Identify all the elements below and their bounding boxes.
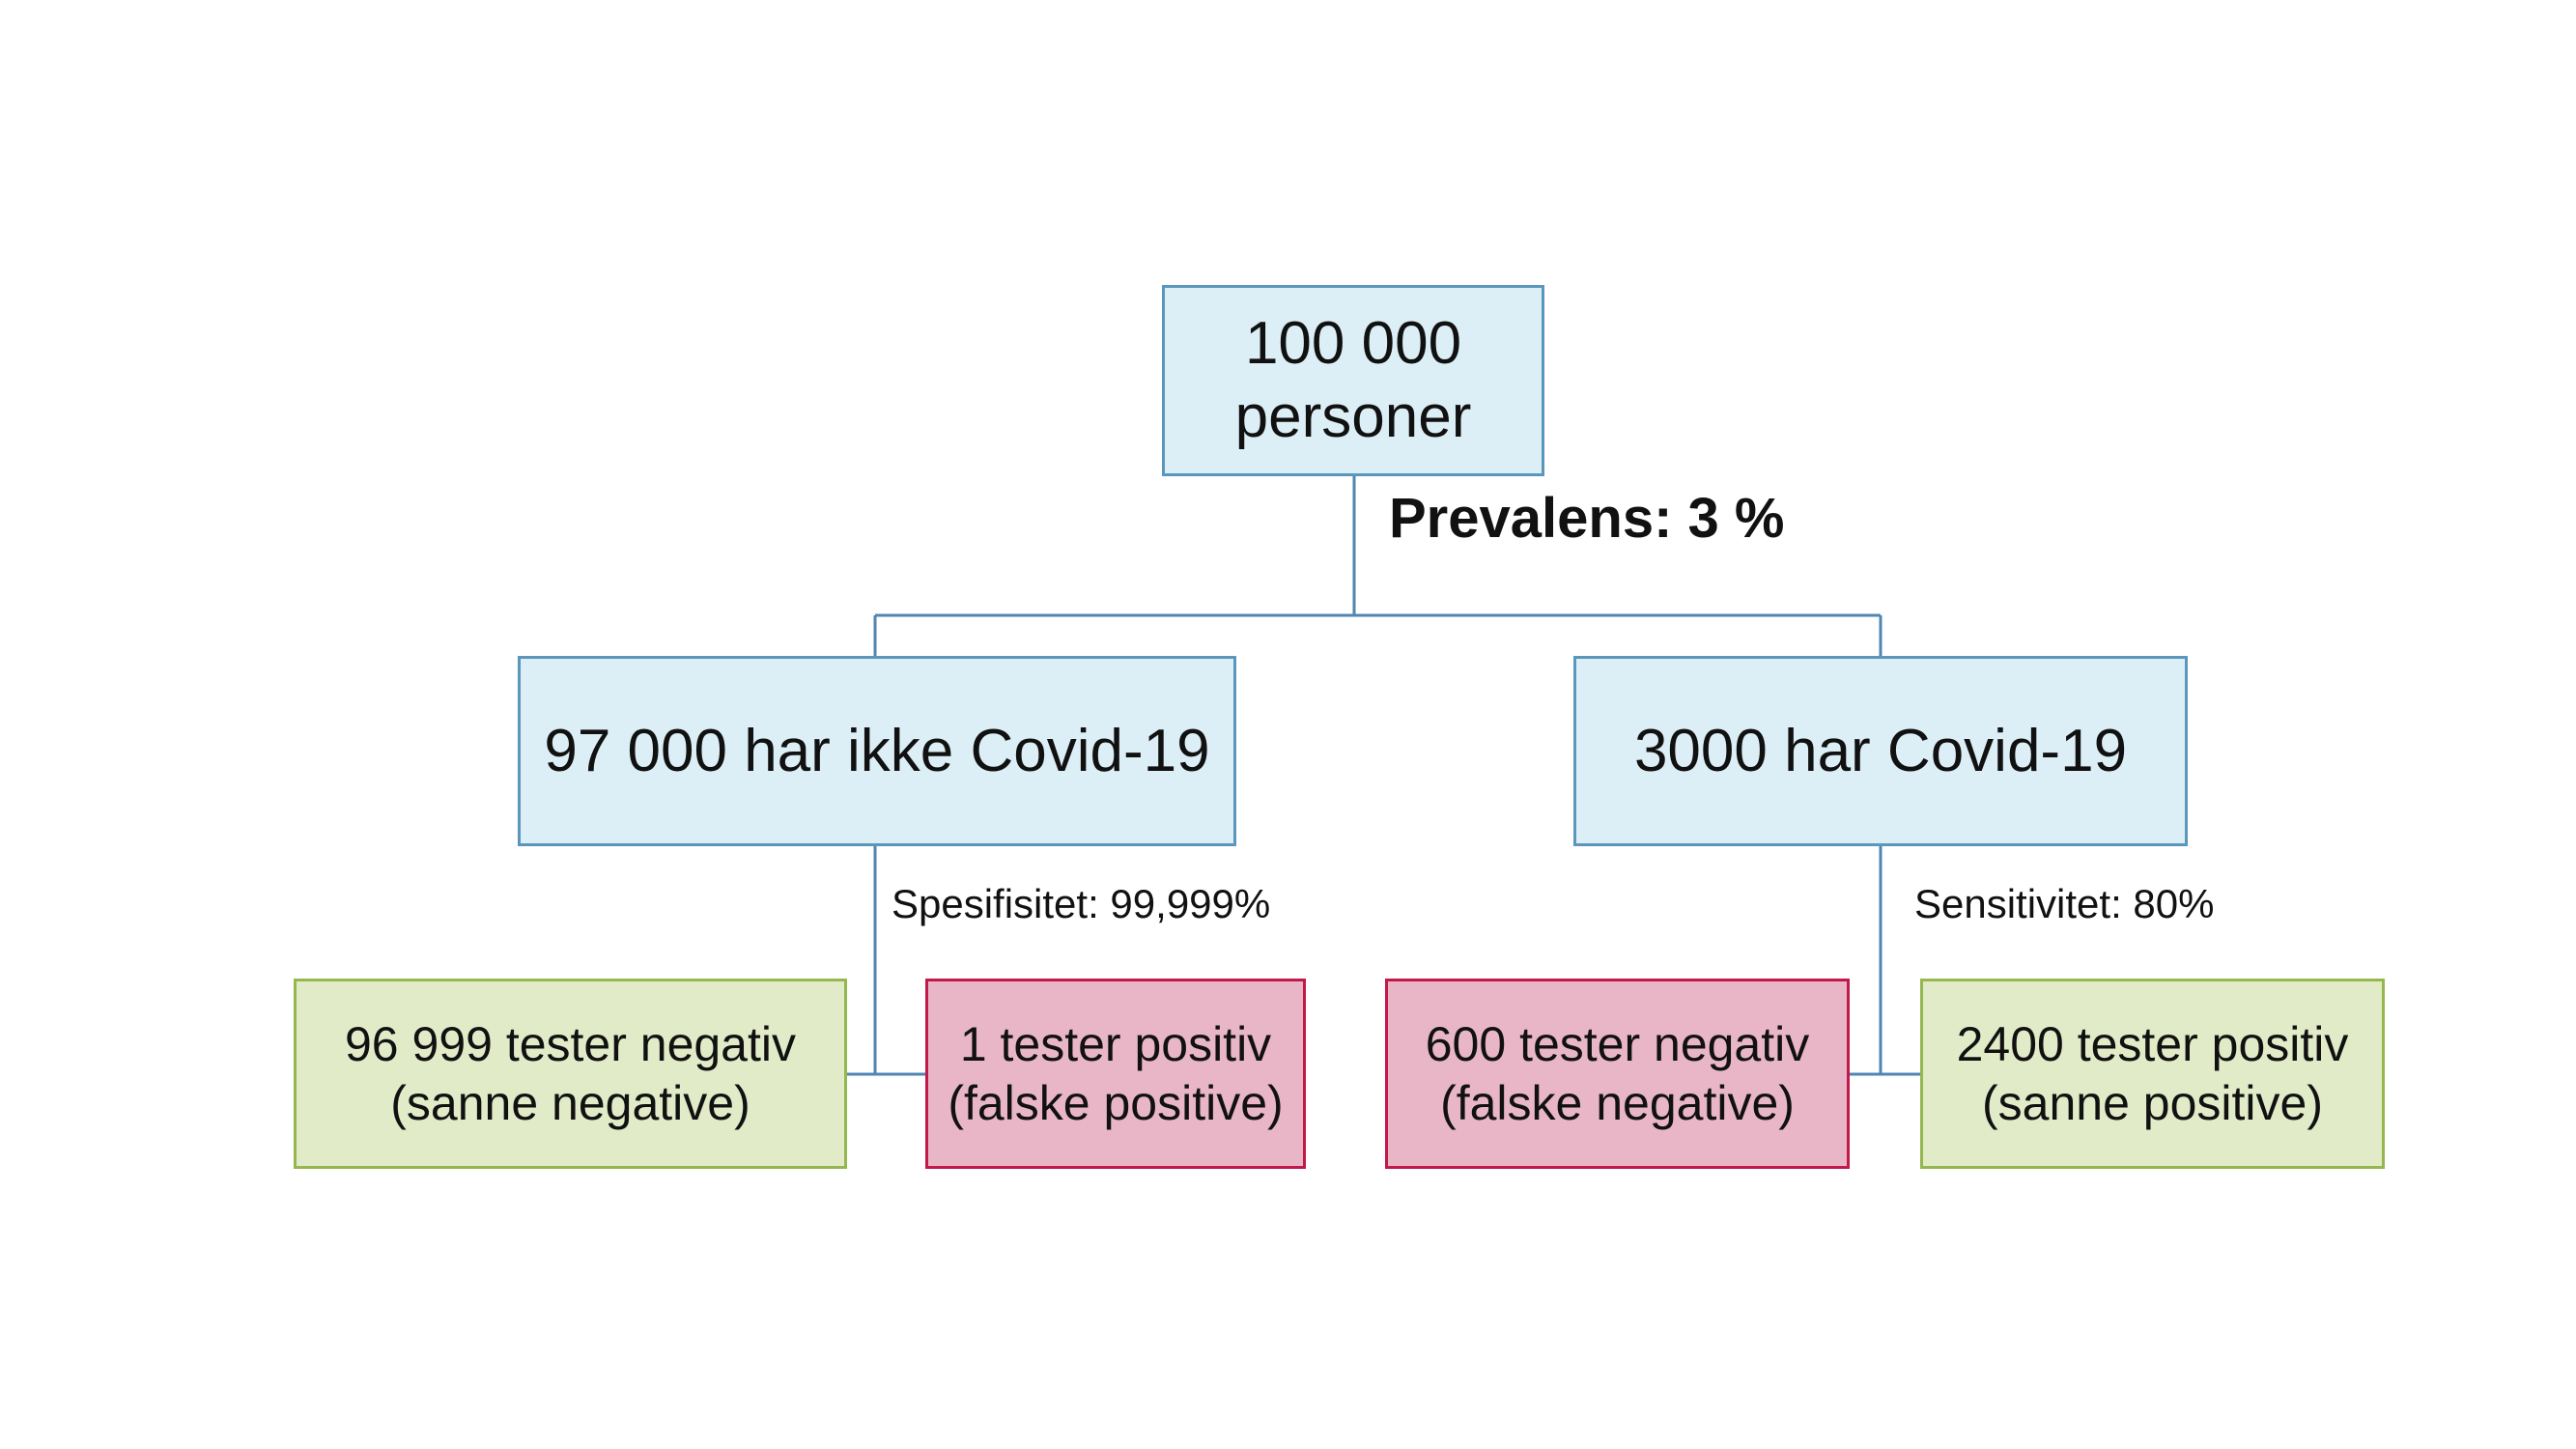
true-negative-count: 96 999 tester negativ bbox=[345, 1016, 796, 1071]
false-negative-caption: (falske negative) bbox=[1440, 1075, 1795, 1130]
true-positive-box: 2400 tester positiv (sanne positive) bbox=[1920, 979, 2385, 1169]
sensitivity-label: Sensitivitet: 80% bbox=[1914, 881, 2215, 926]
true-positive-count: 2400 tester positiv bbox=[1956, 1016, 2349, 1071]
no-covid-group-label: 97 000 har ikke Covid-19 bbox=[544, 717, 1210, 784]
no-covid-group-box: 97 000 har ikke Covid-19 bbox=[518, 656, 1236, 846]
covid-group-label: 3000 har Covid-19 bbox=[1633, 717, 2128, 784]
true-negative-caption: (sanne negative) bbox=[390, 1075, 750, 1130]
false-negative-box: 600 tester negativ (falske negative) bbox=[1385, 979, 1850, 1169]
root-population-unit: personer bbox=[1234, 384, 1472, 450]
false-positive-box: 1 tester positiv (falske positive) bbox=[925, 979, 1306, 1169]
false-negative-count: 600 tester negativ bbox=[1425, 1016, 1810, 1071]
specificity-label: Spesifisitet: 99,999% bbox=[892, 881, 1271, 926]
false-positive-caption: (falske positive) bbox=[948, 1075, 1284, 1130]
covid-group-box: 3000 har Covid-19 bbox=[1573, 656, 2188, 846]
true-positive-caption: (sanne positive) bbox=[1982, 1075, 2323, 1130]
root-population-count: 100 000 bbox=[1244, 310, 1462, 378]
prevalence-label: Prevalens: 3 % bbox=[1389, 487, 1785, 550]
true-negative-box: 96 999 tester negativ (sanne negative) bbox=[294, 979, 847, 1169]
false-positive-count: 1 tester positiv bbox=[959, 1016, 1272, 1071]
root-population-box: 100 000 personer bbox=[1162, 285, 1544, 476]
